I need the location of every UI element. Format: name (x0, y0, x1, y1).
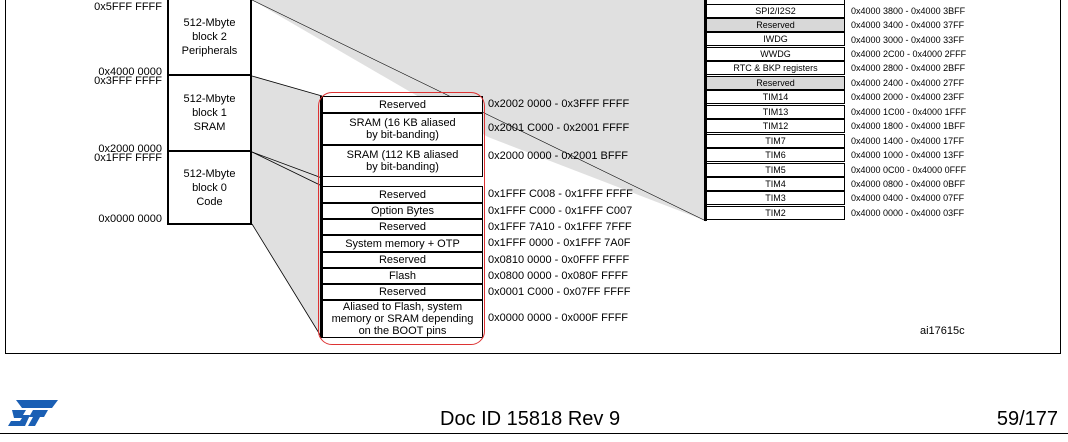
peripheral-address: 0x4000 0C00 - 0x4000 0FFF (851, 165, 967, 175)
block-line: block 2 (192, 31, 227, 43)
peripheral-row: TIM14 (706, 90, 845, 104)
region-address: 0x2000 0000 - 0x2001 BFFF (488, 150, 629, 162)
highlight-outline (318, 92, 485, 345)
block-line: SRAM (193, 121, 226, 133)
peripheral-row: TIM12 (706, 119, 845, 133)
region-label: Reserved (378, 98, 427, 111)
region-address: 0x0001 C000 - 0x07FF FFFF (488, 286, 631, 298)
block-2-peripherals: 512-Mbyte block 2 Peripherals (167, 0, 252, 76)
peripheral-address: 0x4000 1000 - 0x4000 13FF (851, 150, 965, 160)
peripheral-address: 0x4000 1800 - 0x4000 1BFF (851, 121, 966, 131)
region-label: SRAM (112 KB aliased by bit-banding) (346, 149, 459, 173)
peripheral-row: TIM3 (706, 191, 845, 205)
peripheral-address: 0x4000 3400 - 0x4000 37FF (851, 20, 965, 30)
region-label: SRAM (16 KB aliased by bit-banding) (349, 117, 456, 141)
peripheral-row: TIM6 (706, 148, 845, 162)
peripheral-row: TIM13 (706, 105, 845, 119)
page-number: 59/177 (996, 408, 1058, 430)
memory-column-edge (320, 96, 323, 338)
peripheral-row: WWDG (706, 47, 845, 61)
region-label: Option Bytes (371, 205, 434, 217)
region-address: 0x2001 C000 - 0x2001 FFFF (488, 122, 630, 134)
region-label: Flash (389, 270, 416, 282)
address-label: 0x0000 0000 (98, 213, 162, 225)
memory-region: Option Bytes (322, 203, 483, 219)
block-line: 512-Mbyte (183, 167, 236, 180)
address-label: 0x5FFF FFFF (94, 1, 162, 13)
region-label: Reserved (378, 221, 427, 233)
region-label: Aliased to Flash, system memory or SRAM … (331, 301, 474, 337)
memory-region: Reserved (322, 219, 483, 235)
peripheral-address: 0x4000 2400 - 0x4000 27FF (851, 78, 965, 88)
st-logo-icon (8, 400, 58, 431)
region-address: 0x1FFF C000 - 0x1FFF C007 (488, 205, 633, 217)
zoom-line-bottom (251, 223, 323, 339)
block-line: Peripherals (181, 45, 238, 57)
memory-region: SRAM (112 KB aliased by bit-banding) (322, 145, 483, 177)
zoom-line-code-top (251, 151, 323, 187)
figure-reference: ai17615c (920, 325, 965, 337)
address-label: 0x3FFF FFFF (94, 75, 162, 87)
zoom-line-sram-bottom (251, 151, 323, 179)
region-label: Reserved (378, 254, 427, 266)
address-label: 0x1FFF FFFF (94, 152, 162, 164)
memory-region: Reserved (322, 186, 483, 203)
block-line: block 1 (192, 107, 227, 119)
address-label: 0x4000 0000 (98, 66, 162, 78)
block-0-code: 512-Mbyte block 0 Code (167, 150, 252, 225)
region-address: 0x1FFF 7A10 - 0x1FFF 7FFF (488, 221, 632, 233)
block-1-sram: 512-Mbyte block 1 SRAM (167, 74, 252, 152)
memory-region: Flash (322, 268, 483, 284)
peripheral-row: SPI2/I2S2 (706, 4, 845, 18)
memory-region: Reserved (322, 252, 483, 268)
region-address: 0x0810 0000 - 0x0FFF FFFF (488, 254, 630, 266)
peripheral-row: IWDG (706, 32, 845, 46)
peripheral-row: RTC & BKP registers (706, 61, 845, 75)
peripheral-address: 0x4000 0400 - 0x4000 07FF (851, 193, 965, 203)
peripheral-column-edge (704, 0, 707, 221)
memory-region: Reserved (322, 284, 483, 300)
region-address: 0x1FFF 0000 - 0x1FFF 7A0F (488, 237, 631, 249)
region-address: 0x0000 0000 - 0x000F FFFF (488, 312, 629, 324)
memory-region: System memory + OTP (322, 235, 483, 252)
peripheral-address: 0x4000 2000 - 0x4000 23FF (851, 92, 965, 102)
peripheral-address: 0x4000 1400 - 0x4000 17FF (851, 136, 965, 146)
region-address: 0x0800 0000 - 0x080F FFFF (488, 270, 629, 282)
footer-rule (0, 433, 1068, 434)
block-line: 512-Mbyte (183, 17, 236, 29)
region-address: 0x2002 0000 - 0x3FFF FFFF (488, 98, 630, 110)
peripheral-address: 0x4000 3800 - 0x4000 3BFF (851, 6, 966, 16)
region-address: 0x1FFF C008 - 0x1FFF FFFF (488, 188, 633, 200)
region-label: Reserved (378, 286, 427, 298)
peripheral-row: Reserved (706, 76, 845, 90)
peripheral-address: 0x4000 3000 - 0x4000 33FF (851, 35, 965, 45)
region-label: System memory + OTP (345, 237, 460, 250)
peripheral-row: TIM7 (706, 134, 845, 148)
peripheral-row: TIM5 (706, 163, 845, 177)
peripheral-address: 0x4000 0800 - 0x4000 0BFF (851, 179, 966, 189)
zoom-line-top (251, 75, 323, 97)
block-line: 512-Mbyte (183, 93, 236, 105)
document-id: Doc ID 15818 Rev 9 (440, 408, 621, 430)
block-line: Code (196, 195, 223, 208)
peripheral-address: 0x4000 1C00 - 0x4000 1FFF (851, 107, 967, 117)
block-line: block 0 (192, 181, 227, 194)
memory-region: SRAM (16 KB aliased by bit-banding) (322, 113, 483, 145)
address-label: 0x2000 0000 (98, 143, 162, 155)
memory-zoom-area (252, 76, 322, 338)
peripheral-address: 0x4000 2C00 - 0x4000 2FFF (851, 49, 967, 59)
figure-frame (5, 0, 1061, 354)
region-label: Reserved (378, 188, 427, 201)
peripheral-address: 0x4000 2800 - 0x4000 2BFF (851, 63, 966, 73)
peripheral-row: Reserved (706, 18, 845, 32)
peripheral-address: 0x4000 0000 - 0x4000 03FF (851, 208, 965, 218)
peripheral-row: TIM2 (706, 206, 845, 220)
memory-region: Aliased to Flash, system memory or SRAM … (322, 300, 483, 338)
peripheral-row: TIM4 (706, 177, 845, 191)
